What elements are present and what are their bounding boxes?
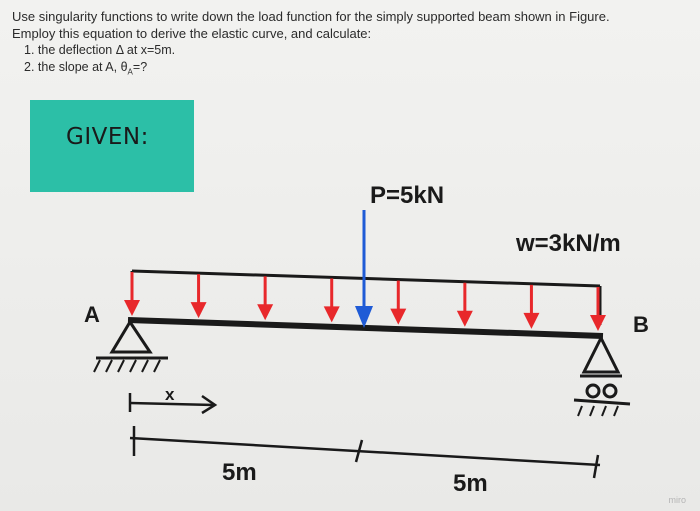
point-load-head [355, 306, 373, 328]
right-span-label: 5m [453, 470, 488, 497]
given-sticky-note [30, 100, 194, 192]
miro-watermark: miro [668, 495, 687, 505]
problem-line-2: Employ this equation to derive the elast… [12, 26, 372, 41]
roller-hatch-3 [601, 405, 607, 417]
support-a-label: A [84, 302, 100, 327]
udl-arrow [523, 284, 540, 329]
distributed-load-label: w=3kN/m [515, 230, 621, 257]
udl-arrow [323, 278, 340, 323]
point-load-arrow [355, 210, 373, 328]
pin-hatch-2 [105, 359, 113, 373]
pin-hatch-6 [153, 359, 161, 373]
udl-arrow-head [590, 315, 606, 331]
question-slope: 2. the slope at A, θA=? [12, 59, 692, 81]
pin-hatch-1 [93, 359, 101, 373]
support-b-label: B [633, 312, 649, 337]
udl-arrow [590, 287, 606, 331]
udl-arrow-head [523, 312, 540, 329]
dimension-tick-mid [354, 439, 364, 463]
x-coordinate-label: x [165, 385, 175, 404]
udl-arrow-head [456, 310, 473, 327]
udl-arrow [190, 274, 207, 319]
pin-hatch-5 [141, 359, 149, 373]
udl-arrow-head [323, 306, 340, 323]
question-slope-suffix: =? [132, 60, 148, 74]
dimension-line [129, 436, 601, 467]
roller-hatch-1 [577, 405, 583, 417]
span-dimension-line [129, 426, 601, 479]
pin-hatch-3 [117, 359, 125, 373]
question-slope-subscript: A [127, 67, 133, 77]
roller-wheel-1 [585, 383, 601, 399]
beam-member [127, 317, 604, 339]
udl-arrow-head [257, 304, 274, 321]
udl-arrow [124, 272, 140, 316]
left-span-label: 5m [222, 459, 257, 486]
roller-support-b [573, 337, 631, 417]
udl-top-line [131, 269, 601, 288]
problem-statement: Use singularity functions to write down … [12, 8, 692, 81]
distributed-load-arrows [124, 272, 606, 331]
given-label: GIVEN: [66, 124, 149, 150]
x-axis-arrowhead [201, 394, 218, 415]
x-axis-marker [128, 393, 218, 415]
roller-wheel-2 [602, 383, 618, 399]
dimension-tick-right [592, 454, 600, 479]
roller-triangle [581, 337, 621, 374]
pin-hatch-4 [129, 359, 137, 373]
udl-arrow-head [390, 308, 407, 325]
udl-arrow-head [124, 300, 140, 316]
udl-arrow [456, 282, 473, 327]
problem-line-1: Use singularity functions to write down … [12, 9, 610, 24]
udl-arrow [390, 280, 407, 325]
roller-hatch-2 [589, 405, 595, 417]
x-axis-line [129, 401, 215, 407]
udl-arrow [257, 276, 274, 321]
point-load-label: P=5kN [370, 182, 444, 209]
roller-ground-line [573, 398, 631, 406]
pin-triangle [109, 321, 153, 354]
udl-arrow-head [190, 302, 207, 319]
question-slope-text: 2. the slope at A, θ [24, 60, 128, 74]
beam [127, 317, 604, 339]
question-deflection: 1. the deflection Δ at x=5m. [24, 43, 176, 57]
pin-support-a [93, 321, 168, 373]
roller-hatch-4 [613, 405, 619, 417]
